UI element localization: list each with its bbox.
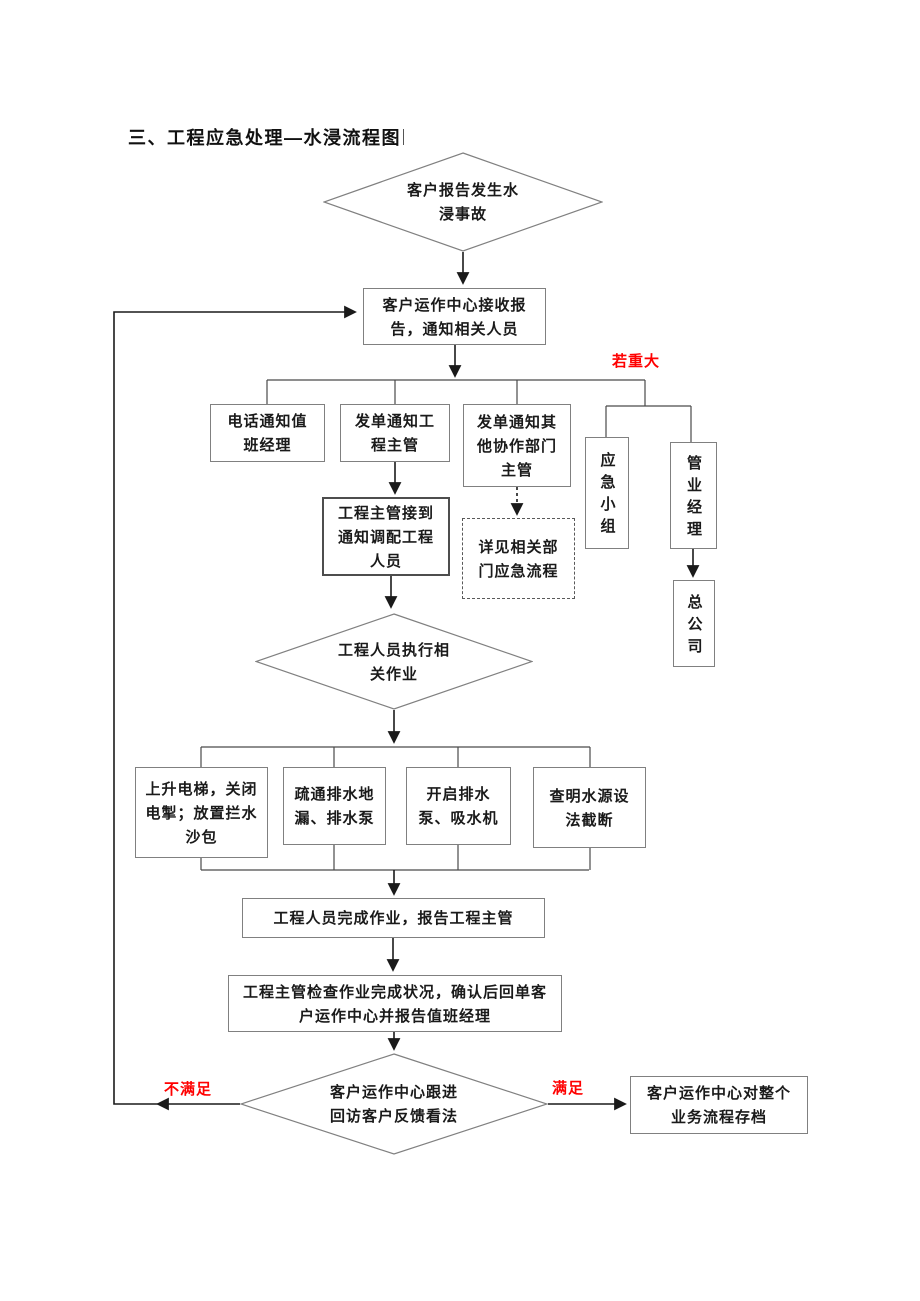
node-archive-business-process: 客户运作中心对整个 业务流程存档 <box>630 1076 808 1134</box>
node-execute-operations-label: 工程人员执行相 关作业 <box>337 640 450 683</box>
label-not-satisfied: 不满足 <box>164 1081 213 1098</box>
node-staff-complete-report: 工程人员完成作业，报告工程主管 <box>242 898 545 938</box>
text-cursor <box>403 129 404 145</box>
label-satisfied: 满足 <box>552 1080 585 1097</box>
node-operation-center-receive: 客户运作中心接收报 告，通知相关人员 <box>363 288 546 345</box>
node-see-related-dept-process: 详见相关部 门应急流程 <box>462 518 575 599</box>
node-phone-notify-duty-manager: 电话通知值 班经理 <box>210 404 325 462</box>
node-property-manager: 管业经理 <box>670 442 717 549</box>
node-head-office: 总公司 <box>673 580 715 667</box>
node-unblock-drains-pumps: 疏通排水地 漏、排水泵 <box>283 767 386 845</box>
node-start-pumps-suction: 开启排水 泵、吸水机 <box>406 767 511 845</box>
node-raise-elevator-sandbags: 上升电梯，关闭 电掣；放置拦水 沙包 <box>135 767 268 858</box>
node-customer-report-decision: 客户报告发生水 浸事故 <box>323 152 603 252</box>
node-followup-feedback-decision: 客户运作中心跟进 回访客户反馈看法 <box>240 1053 548 1155</box>
node-execute-operations-decision: 工程人员执行相 关作业 <box>255 613 533 710</box>
section-title-text: 三、工程应急处理—水浸流程图 <box>128 128 401 148</box>
node-supervisor-check-confirm: 工程主管检查作业完成状况，确认后回单客 户运作中心并报告值班经理 <box>228 975 562 1032</box>
node-followup-feedback-label: 客户运作中心跟进 回访客户反馈看法 <box>329 1083 458 1125</box>
label-if-major: 若重大 <box>612 353 661 370</box>
node-order-notify-engineering-supervisor: 发单通知工 程主管 <box>340 404 450 462</box>
node-customer-report-label: 客户报告发生水 浸事故 <box>406 181 519 223</box>
node-supervisor-dispatch-staff: 工程主管接到 通知调配工程 人员 <box>322 497 450 576</box>
node-emergency-team: 应急小组 <box>585 437 629 549</box>
node-order-notify-other-departments: 发单通知其 他协作部门 主管 <box>463 404 571 487</box>
section-title: 三、工程应急处理—水浸流程图 <box>128 124 404 150</box>
node-find-water-source-cutoff: 查明水源设 法截断 <box>533 767 646 848</box>
